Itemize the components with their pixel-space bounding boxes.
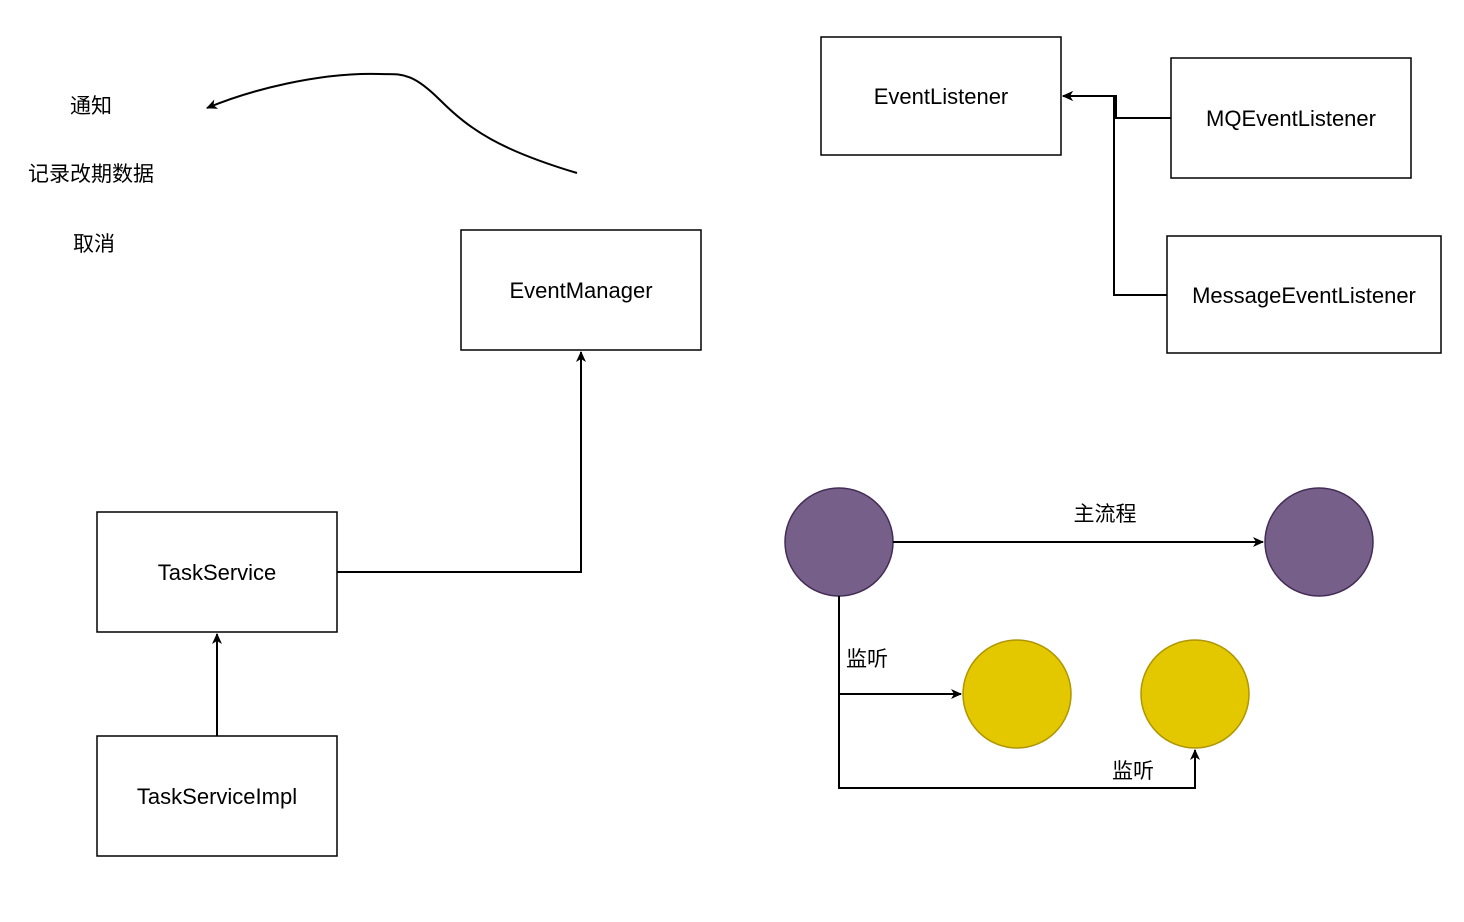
mq-event-listener-label: MQEventListener (1206, 106, 1376, 131)
main-flow-end-node[interactable] (1264, 487, 1374, 597)
note-record-change-data: 记录改期数据 (28, 162, 154, 186)
main-flow-label: 主流程 (1074, 502, 1137, 526)
event-listener-label: EventListener (874, 84, 1009, 109)
note-cancel: 取消 (73, 232, 115, 256)
main-flow-start-node[interactable] (784, 487, 894, 597)
listen-connector-1 (838, 596, 962, 699)
event-listener-box[interactable] (820, 36, 1062, 156)
mq-event-listener-box[interactable] (1170, 57, 1412, 179)
message-event-listener-label: MessageEventListener (1192, 283, 1416, 308)
note-notify: 通知 (70, 94, 112, 118)
task-service-impl-label: TaskServiceImpl (137, 784, 297, 809)
task-service-impl-box[interactable] (96, 735, 338, 857)
listen-label-1: 监听 (846, 647, 888, 671)
listener-node-1[interactable] (962, 639, 1072, 749)
mq-to-event-listener-connector (1062, 91, 1171, 119)
task-service-to-event-manager-connector (337, 351, 586, 573)
event-manager-label: EventManager (509, 278, 652, 303)
event-manager-box[interactable] (460, 229, 702, 351)
message-event-listener-box[interactable] (1166, 235, 1442, 354)
task-service-label: TaskService (158, 560, 277, 585)
message-to-event-listener-connector (1062, 91, 1167, 296)
listen-connector-2 (838, 694, 1200, 789)
listener-node-2[interactable] (1140, 639, 1250, 749)
curved-notify-arrow (206, 72, 578, 174)
listen-label-2: 监听 (1112, 759, 1154, 783)
task-service-box[interactable] (96, 511, 338, 633)
